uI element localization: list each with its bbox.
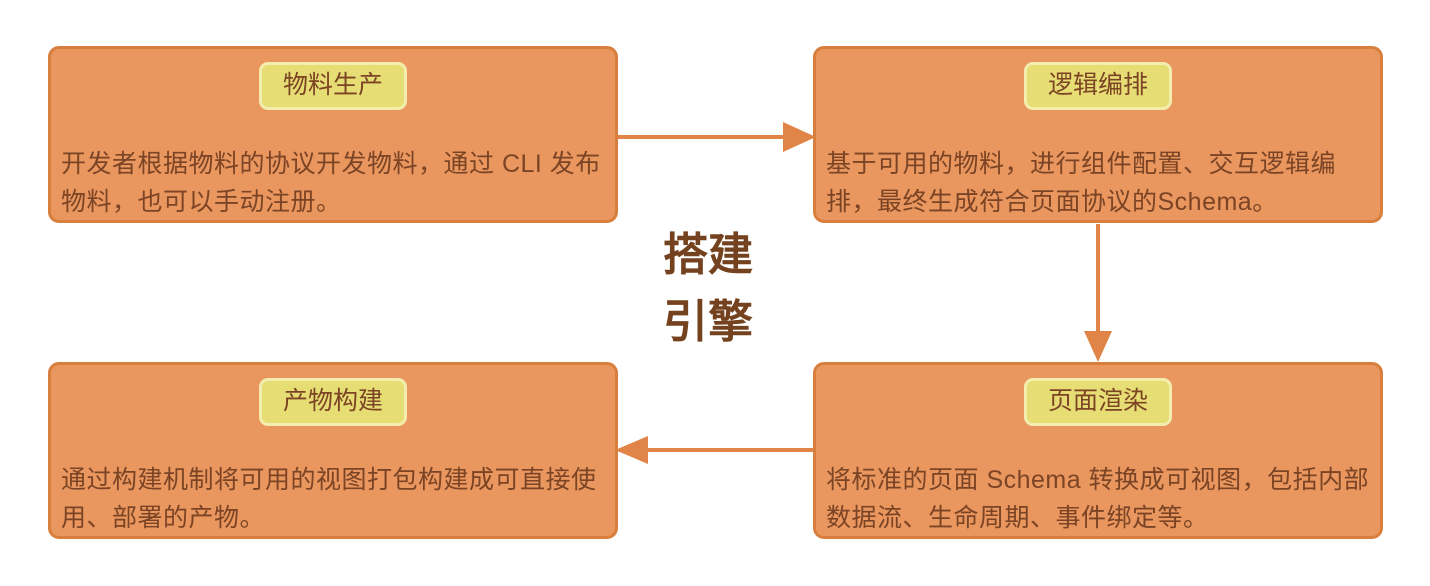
page-rendering-description: 将标准的页面 Schema 转换成可视图，包括内部数据流、生命周期、事件绑定等。 bbox=[826, 466, 1370, 532]
box-artifact-build: 产物构建 通过构建机制将可用的视图打包构建成可直接使用、部署的产物。 bbox=[48, 362, 618, 539]
box-material-production: 物料生产 开发者根据物料的协议开发物料，通过 CLI 发布物料，也可以手动注册。 bbox=[48, 46, 618, 223]
box-page-rendering: 页面渲染 将标准的页面 Schema 转换成可视图，包括内部数据流、生命周期、事… bbox=[813, 362, 1383, 539]
center-title-line2: 引擎 bbox=[662, 296, 753, 347]
logic-orchestration-title-badge: 逻辑编排 bbox=[1023, 62, 1172, 110]
arrow-material-to-logic bbox=[617, 122, 816, 152]
artifact-build-description: 通过构建机制将可用的视图打包构建成可直接使用、部署的产物。 bbox=[61, 466, 597, 532]
box-logic-orchestration: 逻辑编排 基于可用的物料，进行组件配置、交互逻辑编排，最终生成符合页面协议的Sc… bbox=[813, 46, 1383, 223]
artifact-build-title-badge: 产物构建 bbox=[258, 378, 407, 426]
center-title-line1: 搭建 bbox=[662, 229, 753, 280]
material-production-description: 开发者根据物料的协议开发物料，通过 CLI 发布物料，也可以手动注册。 bbox=[61, 150, 601, 216]
logic-orchestration-description: 基于可用的物料，进行组件配置、交互逻辑编排，最终生成符合页面协议的Schema。 bbox=[826, 150, 1337, 216]
arrow-logic-to-rendering bbox=[1084, 224, 1112, 362]
center-title: 搭建 引擎 bbox=[610, 221, 806, 355]
material-production-title-badge: 物料生产 bbox=[258, 62, 407, 110]
arrow-rendering-to-build bbox=[615, 436, 813, 464]
page-rendering-title-badge: 页面渲染 bbox=[1023, 378, 1172, 426]
